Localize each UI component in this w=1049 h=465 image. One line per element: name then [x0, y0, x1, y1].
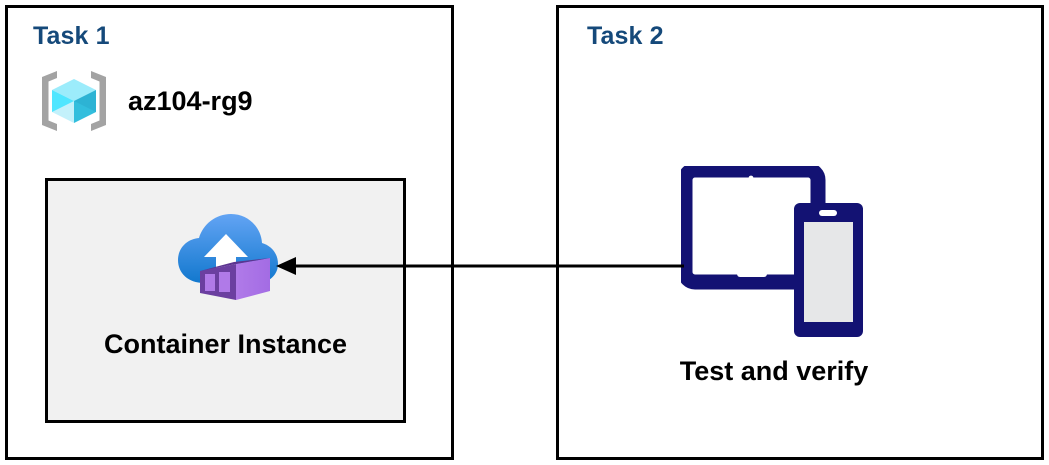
- azure-resource-group-icon: [36, 63, 112, 139]
- panel-title-task-2: Task 2: [587, 22, 664, 50]
- panel-task-1: Task 1 az104-: [5, 5, 454, 460]
- panel-task-2: Task 2 Test and verify: [556, 5, 1044, 460]
- panel-title-task-1: Task 1: [33, 22, 110, 50]
- test-and-verify-label: Test and verify: [679, 356, 869, 386]
- container-instance-label: Container Instance: [103, 329, 348, 359]
- container-instance-card: Container Instance: [45, 178, 406, 423]
- resource-group-label: az104-rg9: [128, 85, 253, 116]
- resource-group-row: az104-rg9: [36, 63, 253, 139]
